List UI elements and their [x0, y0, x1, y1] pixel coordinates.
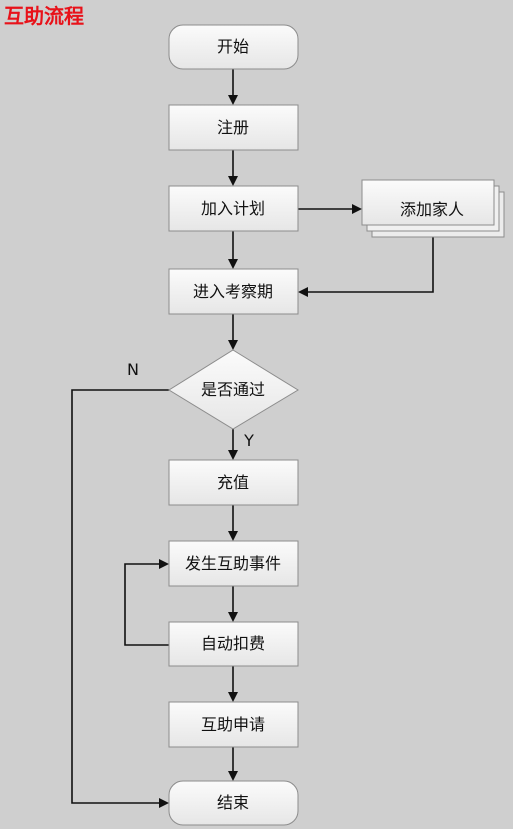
node-start: 开始 — [168, 24, 299, 70]
node-register: 注册 — [168, 104, 299, 151]
node-event: 发生互助事件 — [168, 540, 299, 587]
node-decision: 是否通过 — [168, 349, 299, 430]
node-event-label: 发生互助事件 — [185, 554, 281, 573]
node-register-label: 注册 — [217, 118, 249, 137]
node-start-label: 开始 — [217, 37, 249, 56]
edge-label-no: N — [127, 360, 139, 379]
node-add-family-label: 添加家人 — [400, 200, 464, 219]
diagram-title: 互助流程 — [4, 4, 84, 28]
edge-decision-end — [71, 389, 169, 808]
node-join-plan-label: 加入计划 — [201, 199, 265, 218]
node-end: 结束 — [168, 780, 299, 826]
node-auto-deduct-label: 自动扣费 — [201, 634, 265, 653]
edge-autodeduct-event-loop — [124, 559, 169, 646]
node-auto-deduct: 自动扣费 — [168, 621, 299, 667]
node-observation-label: 进入考察期 — [193, 282, 273, 301]
node-add-family: 添加家人 — [361, 179, 505, 238]
edge-label-yes: Y — [243, 431, 254, 450]
edge-addfamily-observation — [298, 236, 434, 297]
node-end-label: 结束 — [217, 793, 249, 812]
node-recharge-label: 充值 — [217, 473, 249, 492]
node-apply-label: 互助申请 — [201, 715, 265, 734]
node-apply: 互助申请 — [168, 701, 299, 748]
connectors — [71, 69, 434, 808]
node-recharge: 充值 — [168, 459, 299, 506]
node-join-plan: 加入计划 — [168, 185, 299, 232]
node-decision-label: 是否通过 — [201, 380, 265, 399]
node-observation: 进入考察期 — [168, 268, 299, 315]
